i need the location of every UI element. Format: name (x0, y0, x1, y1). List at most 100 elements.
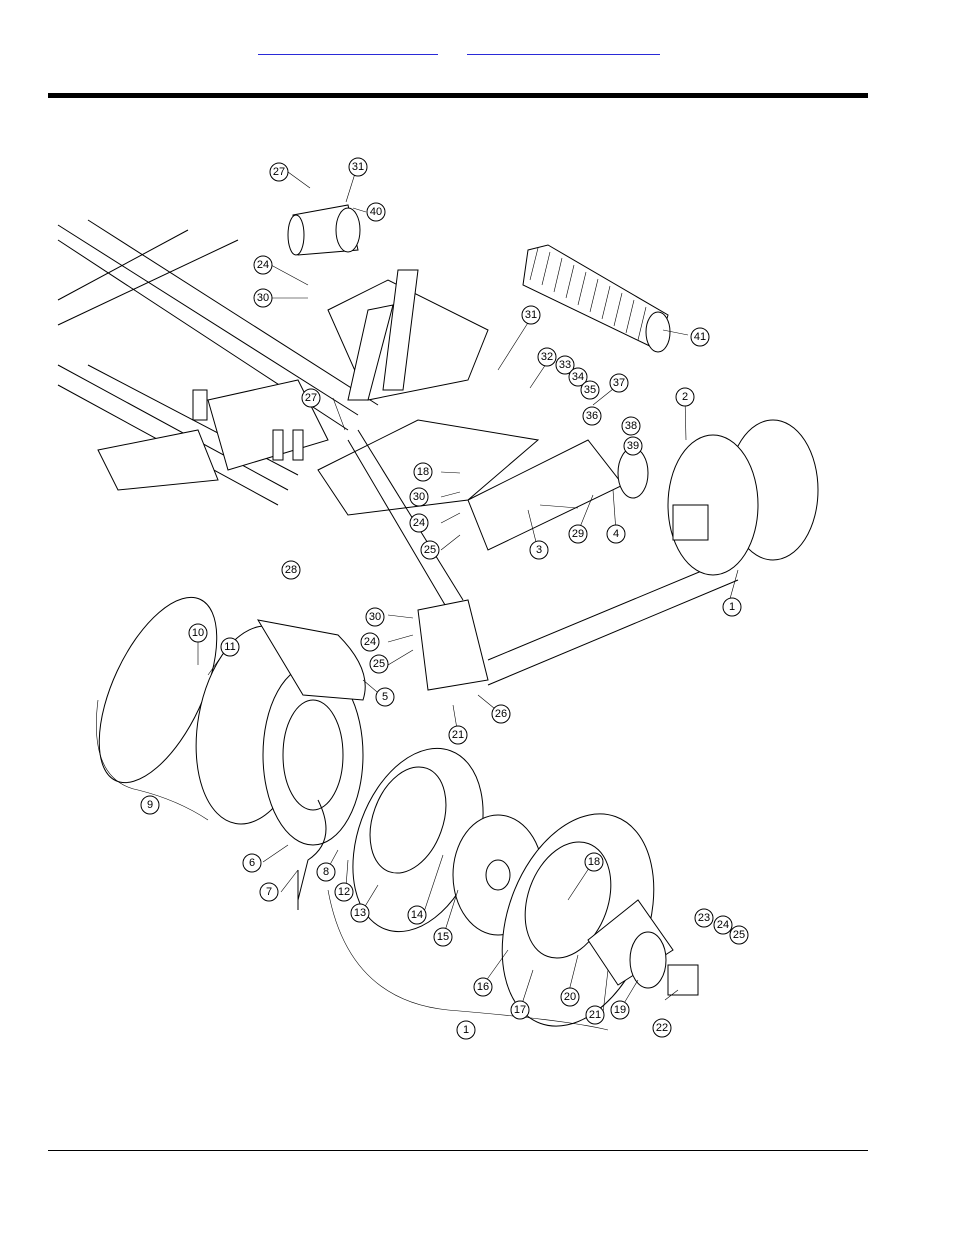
callout-40: 40 (366, 202, 386, 222)
svg-text:28: 28 (285, 564, 297, 576)
callout-24a: 24 (253, 255, 273, 275)
callout-24d: 24 (713, 915, 733, 935)
callout-34: 34 (568, 367, 588, 387)
svg-text:9: 9 (147, 799, 153, 811)
callout-31a: 31 (348, 157, 368, 177)
flex-hose (522, 244, 671, 353)
svg-text:23: 23 (698, 912, 710, 924)
svg-text:31: 31 (525, 309, 537, 321)
svg-text:7: 7 (266, 886, 272, 898)
svg-text:27: 27 (273, 166, 285, 178)
callout-19: 19 (610, 1000, 630, 1020)
callout-30c: 30 (365, 607, 385, 627)
svg-text:27: 27 (305, 392, 317, 404)
callout-27a: 27 (269, 162, 289, 182)
svg-text:25: 25 (424, 544, 436, 556)
svg-text:18: 18 (417, 466, 429, 478)
svg-text:24: 24 (413, 517, 425, 529)
callout-27b: 27 (301, 388, 321, 408)
svg-text:30: 30 (369, 611, 381, 623)
callout-9: 9 (140, 795, 160, 815)
callout-2: 2 (675, 387, 695, 407)
svg-text:30: 30 (257, 292, 269, 304)
svg-text:29: 29 (572, 528, 584, 540)
svg-text:5: 5 (382, 691, 388, 703)
callout-25c: 25 (729, 925, 749, 945)
duct-assembly (317, 419, 739, 691)
callout-11: 11 (220, 637, 240, 657)
callout-6: 6 (242, 853, 262, 873)
callout-24b: 24 (409, 513, 429, 533)
callout-18a: 18 (413, 462, 433, 482)
callout-41: 41 (690, 327, 710, 347)
callout-22: 22 (652, 1018, 672, 1038)
callout-5: 5 (375, 687, 395, 707)
callout-8: 8 (316, 862, 336, 882)
exploded-parts-diagram: 27 31 40 24 30 41 31 32 33 34 35 37 2 36… (57, 157, 819, 1040)
callout-7: 7 (259, 882, 279, 902)
svg-text:14: 14 (411, 909, 423, 921)
callout-29: 29 (568, 524, 588, 544)
callout-32: 32 (537, 347, 557, 367)
svg-text:15: 15 (437, 931, 449, 943)
svg-text:16: 16 (477, 981, 489, 993)
footer-rule (48, 1150, 868, 1151)
svg-text:18: 18 (588, 856, 600, 868)
callout-13: 13 (350, 903, 370, 923)
callout-31b: 31 (521, 305, 541, 325)
callout-25b: 25 (369, 654, 389, 674)
svg-text:24: 24 (364, 636, 376, 648)
svg-text:20: 20 (564, 991, 576, 1003)
svg-text:11: 11 (224, 641, 235, 653)
svg-text:8: 8 (323, 866, 329, 878)
callout-38: 38 (621, 416, 641, 436)
callout-17: 17 (510, 1000, 530, 1020)
callout-15: 15 (433, 927, 453, 947)
svg-text:25: 25 (733, 929, 745, 941)
svg-text:2: 2 (682, 391, 688, 403)
svg-text:6: 6 (249, 857, 255, 869)
callout-23: 23 (694, 908, 714, 928)
svg-text:37: 37 (613, 377, 625, 389)
callout-30b: 30 (409, 487, 429, 507)
svg-text:24: 24 (717, 919, 729, 931)
assembled-fan (667, 419, 819, 576)
callout-25a: 25 (420, 540, 440, 560)
svg-text:21: 21 (452, 729, 464, 741)
exploded-fan (98, 596, 699, 1027)
svg-text:34: 34 (572, 371, 584, 383)
callout-36: 36 (582, 406, 602, 426)
callout-30a: 30 (253, 288, 273, 308)
svg-text:1: 1 (463, 1024, 469, 1036)
header-link-2[interactable] (467, 44, 660, 55)
callout-14: 14 (407, 905, 427, 925)
group-bracket-1 (327, 889, 609, 1031)
callout-4: 4 (606, 524, 626, 544)
header-link-1[interactable] (258, 44, 438, 55)
callout-24c: 24 (360, 632, 380, 652)
svg-text:35: 35 (584, 384, 596, 396)
callout-39: 39 (623, 436, 643, 456)
callout-3: 3 (529, 540, 549, 560)
callout-10: 10 (188, 623, 208, 643)
callout-26: 26 (491, 704, 511, 724)
svg-text:39: 39 (627, 440, 639, 452)
svg-text:13: 13 (354, 907, 366, 919)
callout-12: 12 (334, 882, 354, 902)
svg-text:33: 33 (559, 359, 571, 371)
callout-16: 16 (473, 977, 493, 997)
callout-20: 20 (560, 987, 580, 1007)
svg-text:21: 21 (589, 1009, 601, 1021)
svg-text:17: 17 (514, 1004, 526, 1016)
callout-1a: 1 (722, 597, 742, 617)
svg-text:22: 22 (656, 1022, 668, 1034)
callout-33: 33 (555, 355, 575, 375)
svg-text:31: 31 (352, 161, 364, 173)
svg-text:12: 12 (338, 886, 350, 898)
callout-37: 37 (609, 373, 629, 393)
svg-text:40: 40 (370, 206, 382, 218)
svg-text:41: 41 (694, 331, 706, 343)
svg-text:25: 25 (373, 658, 385, 670)
callout-28: 28 (281, 560, 301, 580)
svg-text:38: 38 (625, 420, 637, 432)
